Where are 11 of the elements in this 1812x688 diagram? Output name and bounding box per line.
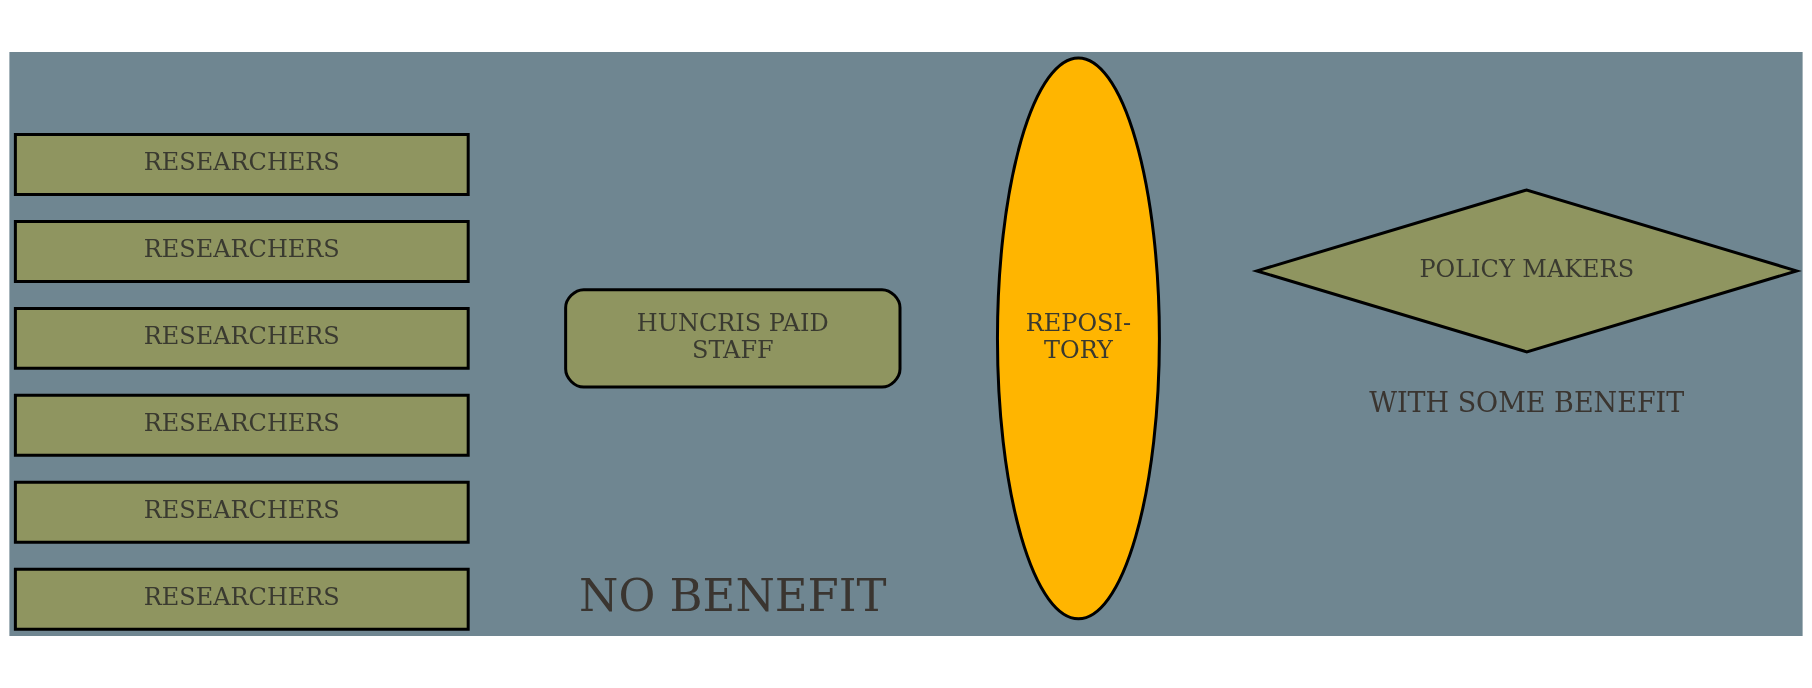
node-diamond: POLICY MAKERS (1251, 188, 1802, 354)
node-box: RESEARCHERS (13, 132, 470, 196)
node-box: RESEARCHERS (13, 567, 470, 631)
node-box: RESEARCHERS (13, 393, 470, 457)
label: WITH SOME BENEFIT (1369, 387, 1685, 419)
node-ellipse: REPOSI- TORY (995, 56, 1161, 621)
label: NO BENEFIT (579, 568, 887, 622)
node-box: HUNCRIS PAID STAFF (564, 288, 902, 389)
node-box: RESEARCHERS (13, 219, 470, 283)
node-box: RESEARCHERS (13, 480, 470, 544)
node-box: RESEARCHERS (13, 306, 470, 370)
